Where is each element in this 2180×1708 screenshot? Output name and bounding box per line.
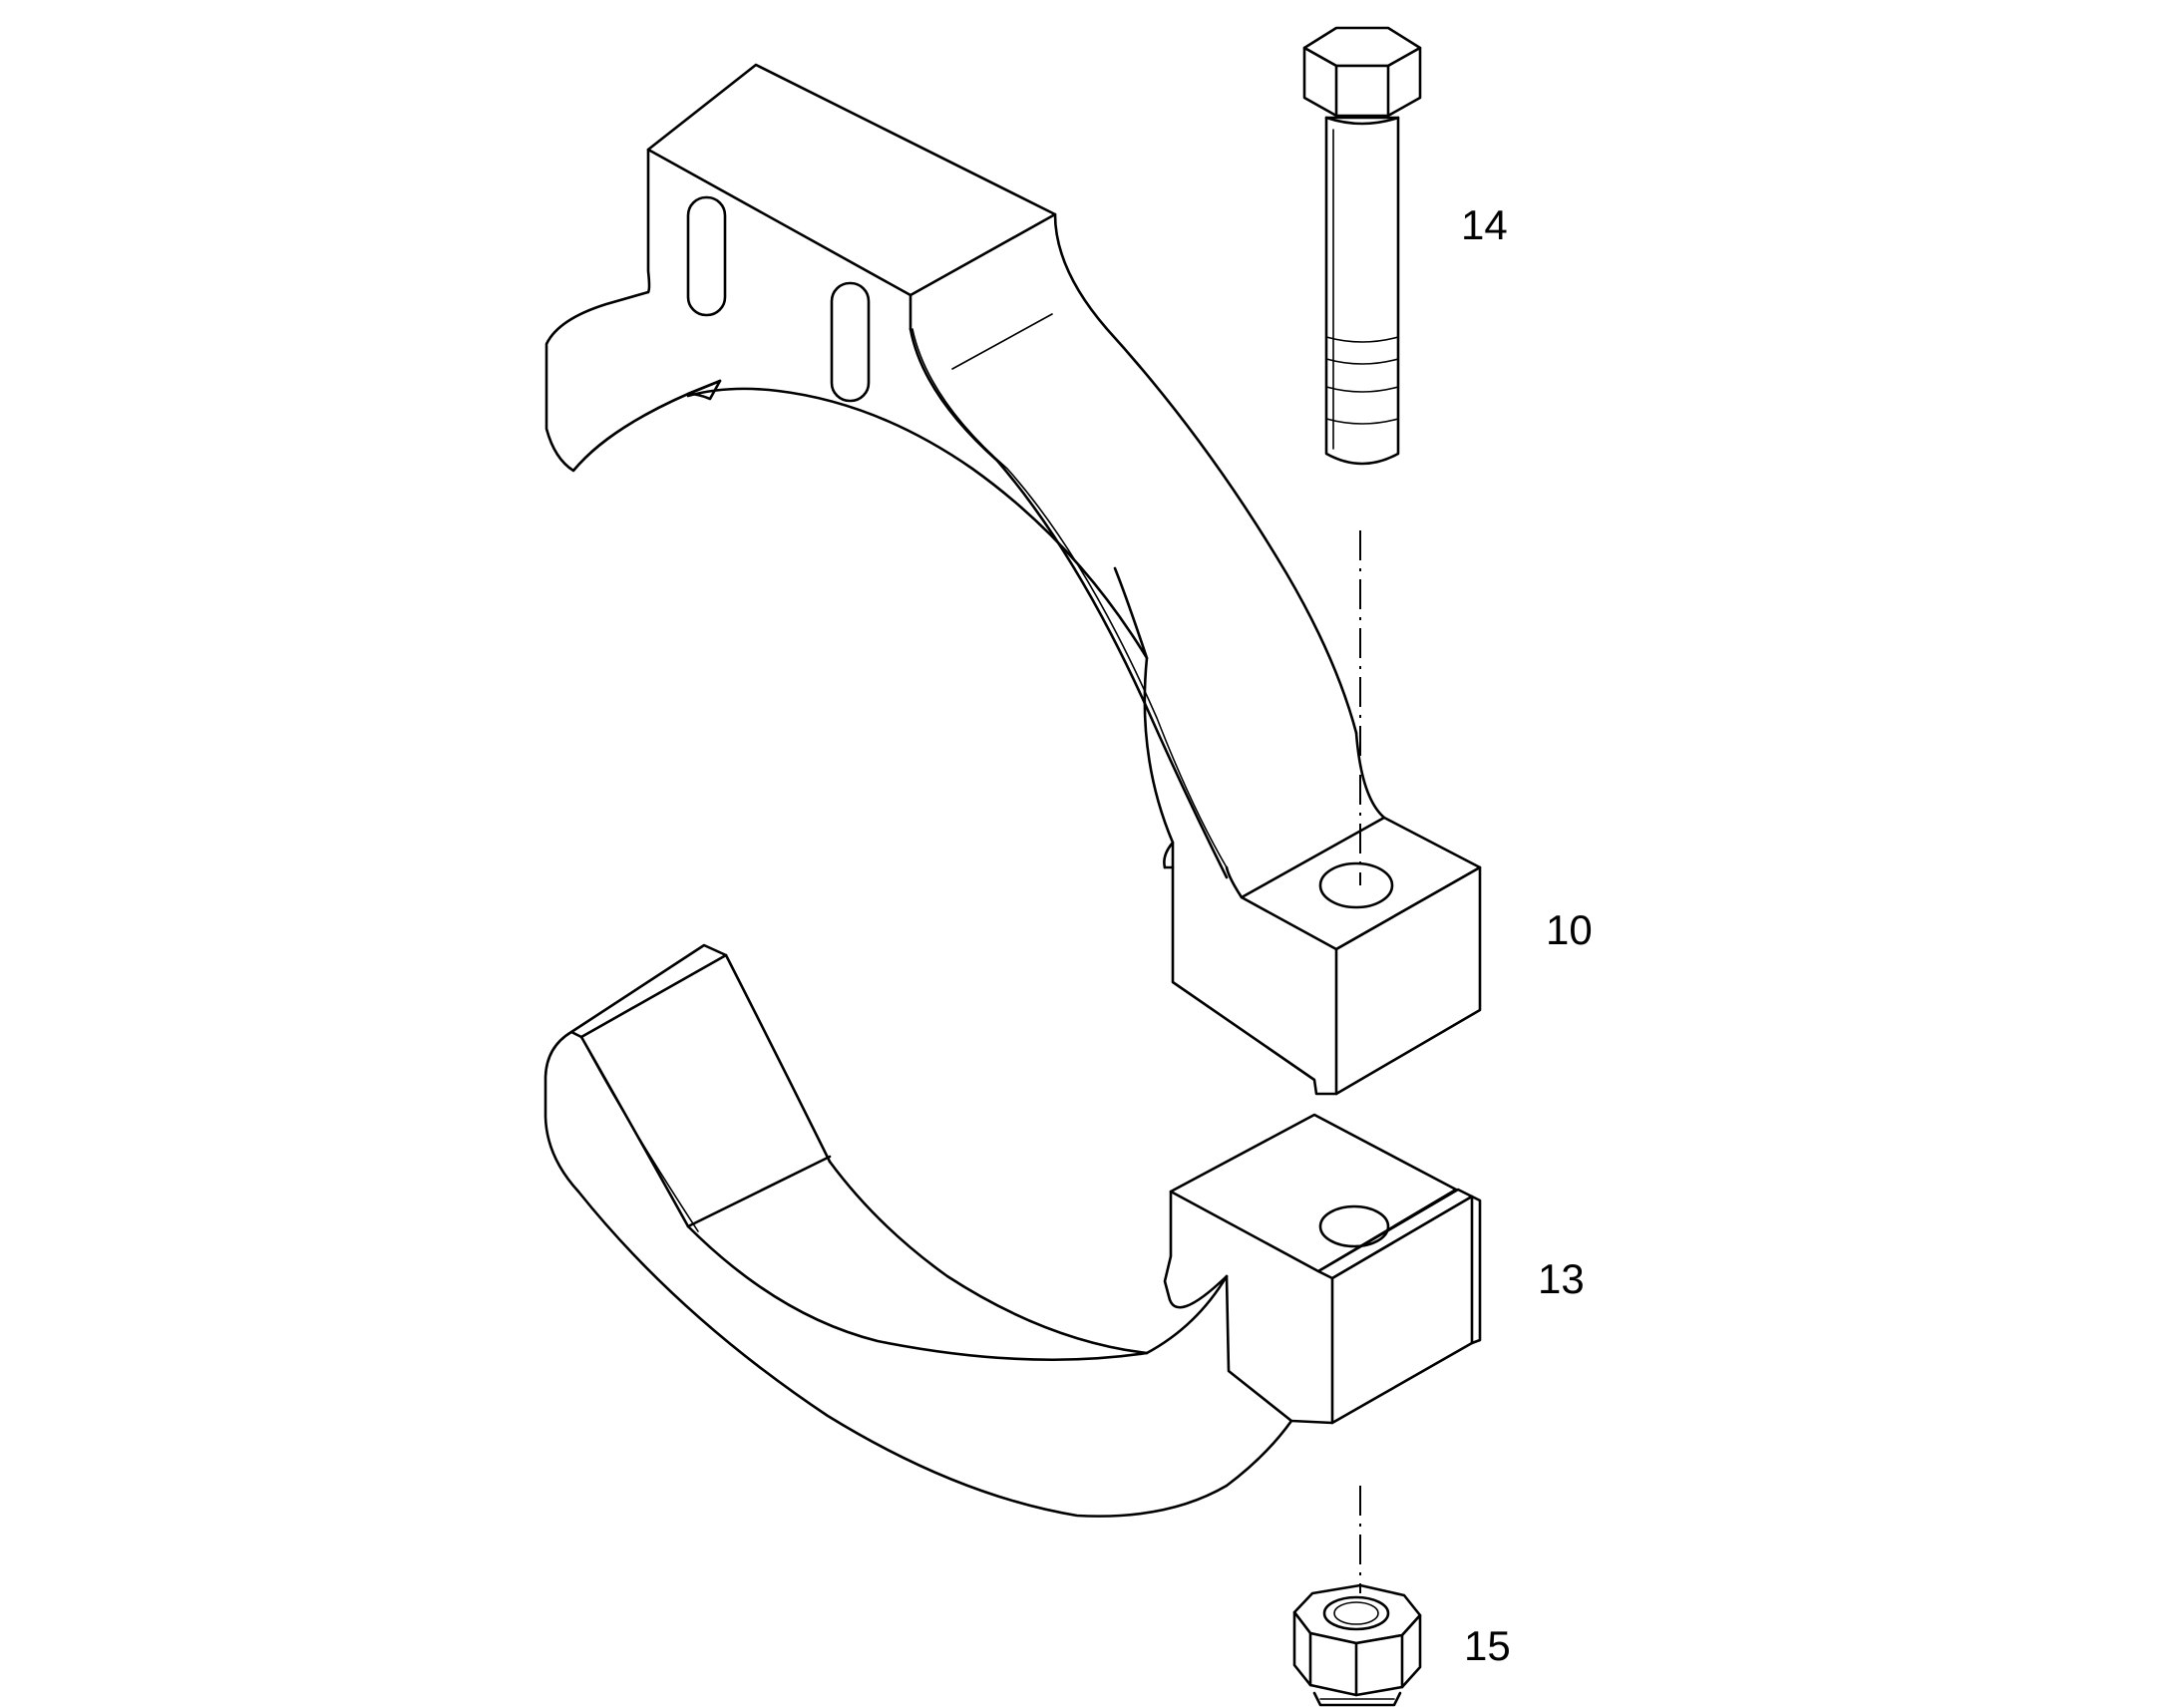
upper-clamp-slot-1 [686,195,727,317]
upper-clamp-slot-2 [830,281,871,403]
bolt-shank [1324,116,1400,466]
lower-clamp-left-top-face [569,943,728,1039]
callout-upper-clamp: 10 [1546,906,1593,953]
lower-clamp-inner-arc [724,953,832,1164]
upper-clamp-top-block [646,63,1057,297]
upper-clamp-left-flange [545,290,722,473]
callout-bolt: 14 [1461,201,1508,248]
lower-clamp-outer-arc [576,1190,1293,1518]
lower-clamp-half [544,943,1482,1518]
hex-nut [1292,1583,1422,1707]
callout-lower-clamp: 13 [1538,1255,1585,1302]
upper-clamp-outer-arc [1053,212,1358,735]
lower-clamp-bolt-hole [1318,1204,1390,1248]
callout-nut: 15 [1464,1622,1511,1669]
bolt-head-sides [1302,46,1422,118]
upper-clamp-bolt-hole [1318,861,1394,909]
upper-clamp-inner-arc [686,387,1175,869]
nut-bore [1322,1595,1390,1631]
upper-clamp-end-block-front [1334,865,1482,1096]
upper-clamp-half [545,63,1482,1096]
hex-bolt [1302,26,1422,466]
